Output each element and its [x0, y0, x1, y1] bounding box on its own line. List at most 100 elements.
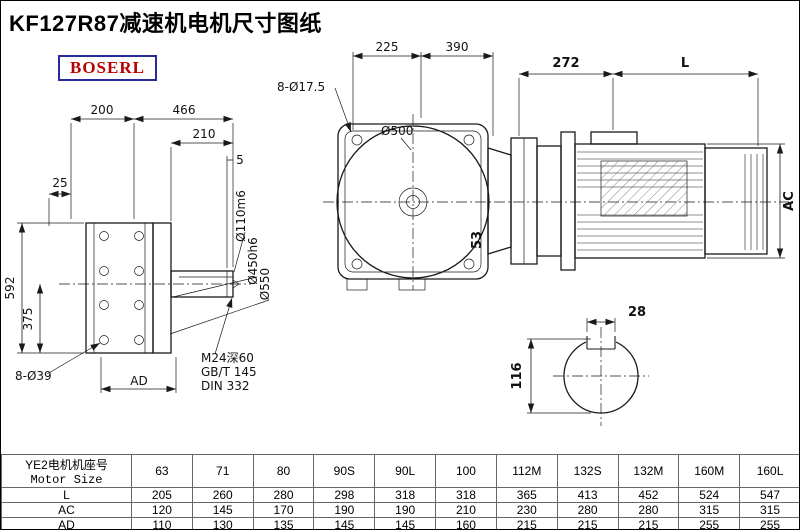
flange-holes-label: 8-Ø39: [15, 369, 52, 383]
value-cell: 215: [556, 517, 619, 529]
table-row-AC: AC 120 145 170 190 190 210 230 280 280 3…: [1, 502, 799, 518]
dim-label-25: 25: [52, 176, 67, 190]
value-cell: 205: [131, 487, 193, 503]
table-row-L: L 205 260 280 298 318 318 365 413 452 52…: [1, 487, 799, 503]
value-cell: 130: [191, 517, 254, 529]
value-cell: 230: [495, 502, 558, 518]
value-cell: 547: [739, 487, 799, 503]
value-cell: 215: [495, 517, 558, 529]
bolt-hole: [463, 258, 475, 270]
dim-label-5: 5: [236, 153, 244, 167]
value-cell: 280: [617, 502, 680, 518]
dim-label-225: 225: [376, 40, 399, 54]
spigot-diameter-label: Ø450h6: [246, 237, 260, 285]
face-circle: [336, 125, 490, 279]
value-cell: 280: [556, 502, 619, 518]
motor-size-header-en: Motor Size: [30, 472, 103, 487]
size-cell: 80: [252, 454, 315, 488]
value-cell: 170: [252, 502, 315, 518]
value-cell: 145: [374, 517, 437, 529]
foot-pad: [346, 278, 368, 291]
value-cell: 215: [617, 517, 680, 529]
motor-dimensions: 272 L AC: [518, 56, 797, 259]
dim-label-592: 592: [3, 277, 17, 300]
row-label: L: [1, 487, 132, 503]
gearbox-side-dimensions: 200 466 210 5 25 592 375 8-Ø39 AD Ø110m6: [3, 103, 272, 393]
foot-pad: [398, 278, 426, 291]
value-cell: 318: [435, 487, 497, 503]
row-label: AD: [1, 517, 132, 529]
value-cell: 315: [739, 502, 799, 518]
tap-standard-gb: GB/T 145: [201, 365, 257, 379]
dim-label-390: 390: [446, 40, 469, 54]
motor-size-header-cn: YE2电机机座号: [25, 457, 108, 472]
value-cell: 120: [131, 502, 193, 518]
value-cell: 255: [739, 517, 799, 529]
row-label: AC: [1, 502, 132, 518]
value-cell: 524: [678, 487, 741, 503]
value-cell: 298: [313, 487, 376, 503]
fan-cover: [704, 147, 768, 255]
brand-text: BOSERL: [70, 58, 145, 77]
gearbox-face-view: 53: [336, 114, 490, 291]
value-cell: 190: [374, 502, 437, 518]
dim-label-AC: AC: [782, 191, 797, 211]
value-cell: 260: [191, 487, 254, 503]
size-cell: 90L: [374, 454, 437, 488]
value-cell: 190: [313, 502, 376, 518]
value-cell: 160: [435, 517, 497, 529]
value-cell: 318: [374, 487, 437, 503]
technical-drawing: 53 225 390 8-Ø17.5 Ø500: [3, 40, 797, 426]
gearbox-body: [85, 222, 154, 354]
motor-size-header-cell: YE2电机机座号 Motor Size: [1, 454, 132, 488]
output-flange: [152, 222, 172, 354]
motor-view: [487, 131, 768, 271]
dim-label-375: 375: [21, 308, 35, 331]
size-cell: 63: [131, 454, 193, 488]
size-cell: 100: [435, 454, 497, 488]
shaft-height-label: 116: [510, 362, 525, 389]
dim-label-53: 53: [470, 231, 485, 249]
value-cell: 365: [495, 487, 558, 503]
size-cell: 90S: [313, 454, 376, 488]
value-cell: 413: [556, 487, 619, 503]
tap-standard-din: DIN 332: [201, 379, 249, 393]
size-cell: 132S: [556, 454, 619, 488]
value-cell: 135: [252, 517, 315, 529]
flange-bolt-holes: [99, 231, 144, 345]
size-cell: 71: [191, 454, 254, 488]
size-cell: 160L: [739, 454, 799, 488]
dim-label-L: L: [681, 56, 689, 71]
size-cell: 160M: [678, 454, 741, 488]
shaft-diameter-label: Ø110m6: [234, 190, 248, 242]
face-diameter-label: Ø500: [381, 124, 413, 138]
value-cell: 255: [678, 517, 741, 529]
bolt-hole: [463, 134, 475, 146]
terminal-box: [590, 131, 638, 145]
page-title: KF127R87减速机电机尺寸图纸: [9, 11, 322, 36]
gearbox-face-dimensions: 225 390 8-Ø17.5 Ø500: [277, 40, 494, 151]
bolt-hole: [351, 134, 363, 146]
motor-size-table: YE2电机机座号 Motor Size 63 71 80 90S 90L 100…: [1, 454, 799, 529]
size-cell: 112M: [495, 454, 558, 488]
bolt-hole: [351, 258, 363, 270]
tap-hole-label: M24深60: [201, 351, 254, 365]
gearbox-side-view: [59, 222, 251, 354]
value-cell: 210: [435, 502, 497, 518]
value-cell: 145: [191, 502, 254, 518]
key-width-label: 28: [628, 305, 646, 320]
value-cell: 315: [678, 502, 741, 518]
value-cell: 110: [131, 517, 193, 529]
value-cell: 280: [252, 487, 315, 503]
adapter-spacer: [536, 145, 562, 257]
dim-label-466: 466: [173, 103, 196, 117]
motor-flange: [560, 131, 576, 271]
dim-label-210: 210: [193, 127, 216, 141]
dim-label-AD: AD: [130, 374, 147, 388]
value-cell: 452: [617, 487, 680, 503]
fan-grill: [744, 154, 764, 250]
flange-diameter-label: Ø550: [258, 268, 272, 300]
brand-logo: BOSERL: [58, 55, 157, 81]
table-row-AD: AD 110 130 135 145 145 160 215 215 215 2…: [1, 517, 799, 529]
